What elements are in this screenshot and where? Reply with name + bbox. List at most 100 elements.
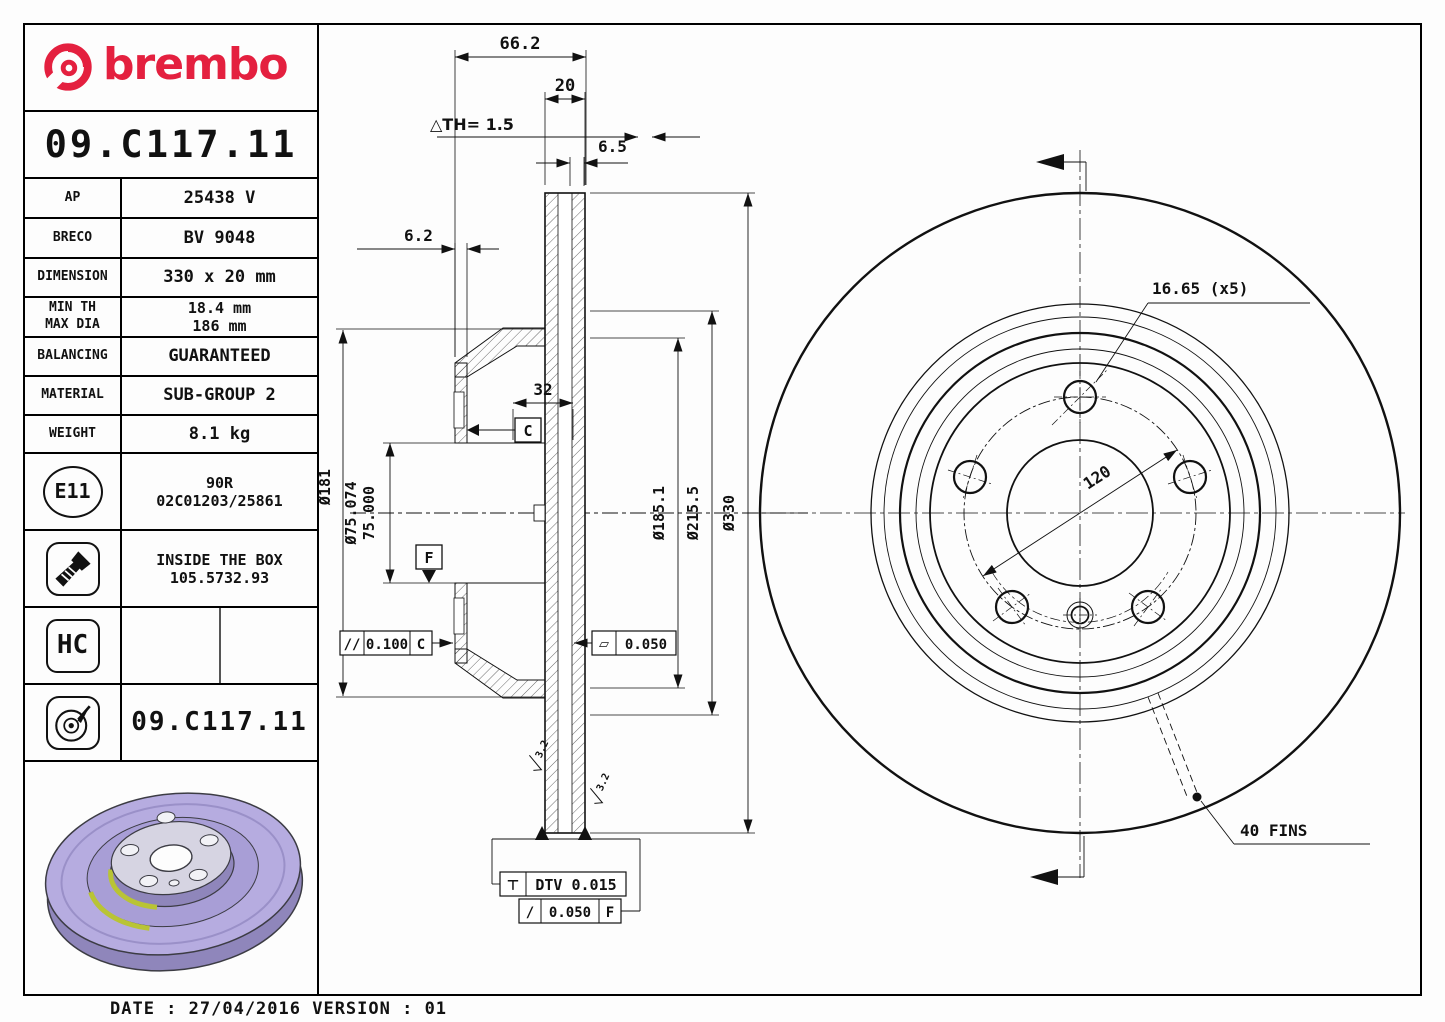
spec-value: 330 x 20 mm	[163, 266, 276, 287]
spec-label: BALANCING	[25, 337, 122, 375]
spec-value: GUARANTEED	[168, 345, 271, 366]
dim-pad-sweep-dia: Ø215.5	[684, 486, 702, 541]
hc-empty-cells	[122, 608, 318, 684]
dim-hat-depth: 32	[533, 380, 552, 399]
brand-wordmark: brembo	[103, 38, 289, 90]
max-dia-label: MAX DIA	[45, 316, 100, 332]
dim-outer-diameter: Ø330	[720, 495, 738, 532]
spec-value: BV 9048	[183, 227, 256, 248]
bolt-hole-callout: 16.65 (x5)	[1152, 279, 1248, 298]
hat-circle	[929, 362, 1231, 664]
outer-diameter-circle	[758, 191, 1402, 835]
hc-empty-cell-2	[221, 608, 318, 683]
bolt-holes	[952, 379, 1208, 625]
flatness-tolerance-frame: ▱ 0.050	[574, 630, 677, 656]
band-inboard-plate	[544, 192, 559, 834]
hc-badge: HC	[45, 618, 100, 673]
disc-part-number: 09.C117.11	[131, 706, 308, 737]
fins-callout: 40 FINS	[1147, 692, 1370, 845]
parallelism-datum: C	[417, 637, 425, 653]
spec-row-minth-maxdia: MIN TH MAX DIA 18.4 mm 186 mm	[25, 297, 317, 338]
disc-icon	[45, 695, 100, 750]
inside-the-box-value: INSIDE THE BOX 105.5732.93	[122, 551, 317, 587]
front-view: 120 16.65 (x5)	[752, 150, 1405, 885]
spec-value: 18.4 mm 186 mm	[122, 299, 317, 335]
homologation-line2: 02C01203/25861	[156, 491, 283, 510]
spec-value: SUB-GROUP 2	[163, 384, 276, 405]
fins-label: 40 FINS	[1240, 821, 1307, 840]
e11-badge: E11	[42, 465, 103, 518]
dim-bore-max: Ø75.074	[342, 481, 360, 545]
dtv-value: DTV 0.015	[535, 876, 616, 894]
inside-the-box-row: INSIDE THE BOX 105.5732.93	[25, 531, 317, 609]
spec-label: WEIGHT	[25, 415, 122, 453]
homologation-line1: 90R	[205, 473, 234, 492]
technical-drawing: 66.2 20 △TH= 1.5 6.5 6.2	[319, 34, 1405, 924]
dim-line-bolt-circle	[982, 449, 1178, 577]
spec-label: MATERIAL	[25, 376, 122, 414]
bore-clip-detail	[533, 504, 546, 522]
parallelism-value: 0.100	[366, 637, 408, 653]
hc-row: HC	[25, 608, 318, 686]
spec-value: 25438 V	[183, 187, 256, 208]
hc-empty-cell-1	[122, 608, 221, 684]
dim-disc-thickness: 20	[555, 76, 575, 96]
spec-label: AP	[25, 178, 122, 217]
datum-c-box	[514, 417, 542, 443]
dim-plate-thickness: 6.5	[598, 137, 627, 156]
parallelism-tolerance-frame: // 0.100 C	[339, 630, 453, 656]
max-dia-value: 186 mm	[192, 316, 247, 335]
min-th-label: MIN TH	[49, 300, 96, 316]
dim-bolt-circle: 120	[1080, 462, 1115, 494]
pin-hole	[1070, 605, 1090, 625]
datum-c-triangle	[467, 424, 479, 436]
dim-wear-limit: △TH= 1.5	[430, 115, 514, 134]
spec-row-weight: WEIGHT 8.1 kg	[25, 415, 317, 455]
spec-row-material: MATERIAL SUB-GROUP 2	[25, 376, 317, 416]
runout-datum: F	[606, 905, 614, 921]
datum-f-box	[415, 544, 443, 570]
spec-label: MIN TH MAX DIA	[25, 297, 122, 336]
footer-date-version: DATE : 27/04/2016 VERSION : 01	[110, 999, 448, 1019]
homologation-row: E11 90R 02C01203/25861	[25, 454, 317, 532]
part-number-row: 09.C117.11	[25, 112, 317, 179]
band-outboard-plate	[571, 192, 586, 834]
title-block: brembo 09.C117.11 AP 25438 V BRECO BV 90…	[25, 25, 319, 994]
dtv-symbol: ⊤	[507, 878, 520, 894]
band-inner-circle	[898, 331, 1262, 695]
section-view: 66.2 20 △TH= 1.5 6.5 6.2	[319, 34, 808, 924]
stud-hole-top	[453, 391, 465, 429]
drawing-frame: brembo 09.C117.11 AP 25438 V BRECO BV 90…	[23, 23, 1422, 996]
flatness-symbol: ▱	[599, 637, 609, 652]
dtv-tolerance-frames: ⊤ DTV 0.015 / 0.050 F	[491, 826, 641, 924]
svg-text:3.2: 3.2	[595, 772, 613, 793]
datum-f-label: F	[424, 549, 433, 567]
homologation-value: 90R 02C01203/25861	[122, 474, 317, 510]
spec-row-dimension: DIMENSION 330 x 20 mm	[25, 258, 317, 298]
hat-web-top	[454, 327, 546, 378]
dim-band-inner-dia: Ø185.1	[650, 486, 668, 541]
inside-the-box-title: INSIDE THE BOX	[156, 550, 283, 569]
spec-label: BRECO	[25, 218, 122, 257]
spec-row-breco: BRECO BV 9048	[25, 218, 317, 259]
spec-row-ap: AP 25438 V	[25, 178, 317, 219]
brembo-logo-icon	[39, 43, 92, 96]
screw-icon-cell	[25, 531, 122, 607]
disc-part-row: 09.C117.11	[25, 685, 317, 763]
hat-web-bottom	[454, 648, 546, 699]
roughness-mark-2: 3.2	[589, 772, 613, 804]
spec-label: DIMENSION	[25, 258, 122, 296]
datum-c-label: C	[523, 422, 532, 440]
screw-icon	[45, 541, 100, 596]
runout-value: 0.050	[549, 905, 591, 921]
e11-badge-cell: E11	[25, 454, 122, 530]
min-th-value: 18.4 mm	[187, 298, 252, 317]
dim-flange-thickness: 6.2	[404, 226, 433, 245]
hc-badge-cell: HC	[25, 608, 122, 684]
inside-the-box-code: 105.5732.93	[169, 568, 270, 587]
brand-header: brembo	[25, 25, 317, 112]
parallelism-symbol: //	[344, 637, 361, 653]
section-cut-arrows	[1030, 154, 1087, 885]
stud-hole-bottom	[453, 597, 465, 635]
